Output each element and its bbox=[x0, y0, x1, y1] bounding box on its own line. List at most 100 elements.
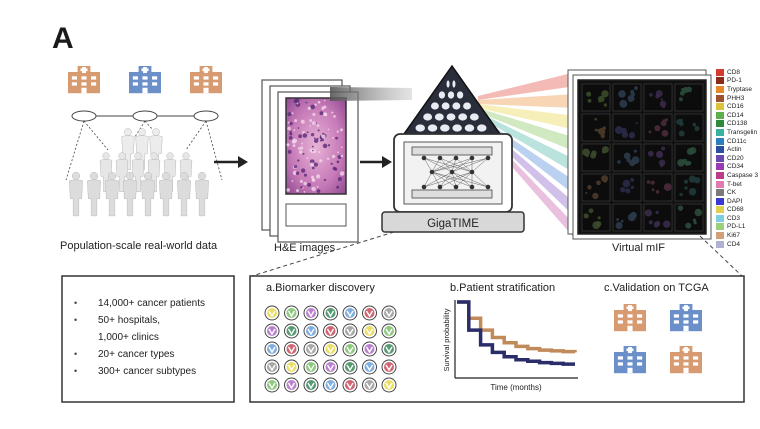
arrow-to-model bbox=[360, 156, 392, 168]
legend-item: CD20 bbox=[716, 154, 760, 163]
legend-swatch bbox=[716, 171, 724, 179]
biomarker-glyph bbox=[303, 359, 319, 375]
legend-item: CK bbox=[716, 188, 760, 197]
legend-swatch bbox=[716, 223, 724, 231]
km-xlabel: Time (months) bbox=[490, 383, 542, 392]
legend-item: CD11c bbox=[716, 137, 760, 146]
gigatime-model-icon bbox=[381, 133, 525, 233]
km-ylabel: Survival probability bbox=[442, 308, 451, 371]
biomarker-glyph bbox=[303, 305, 319, 321]
legend-swatch bbox=[716, 214, 724, 222]
legend-label: CD138 bbox=[727, 120, 748, 128]
hospital-icon bbox=[68, 66, 100, 94]
legend-label: T-bet bbox=[727, 180, 742, 188]
virtual-mif-label: Virtual mIF bbox=[612, 242, 665, 254]
person-icon bbox=[99, 152, 113, 192]
legend-item: CD3 bbox=[716, 214, 760, 223]
legend-item: PHH3 bbox=[716, 94, 760, 103]
legend-item: CD8 bbox=[716, 68, 760, 77]
biomarker-glyph bbox=[284, 323, 299, 339]
person-icon bbox=[115, 152, 129, 192]
biomarker-glyph bbox=[342, 305, 358, 321]
person-icon bbox=[123, 171, 137, 217]
legend-swatch bbox=[716, 111, 724, 119]
hospital-icon bbox=[670, 346, 702, 374]
biomarker-glyph bbox=[284, 341, 299, 357]
hospital-icons bbox=[68, 66, 222, 94]
legend-item: DAPI bbox=[716, 197, 760, 206]
biomarker-glyph bbox=[284, 305, 299, 321]
legend-label: Actin bbox=[727, 146, 742, 154]
panel-letter: A bbox=[52, 22, 74, 55]
legend-label: CD8 bbox=[727, 68, 741, 76]
biomarker-glyph bbox=[323, 323, 338, 339]
biomarker-glyph bbox=[284, 359, 299, 375]
legend-label: PD-L1 bbox=[727, 223, 746, 231]
tcga-hospital-icons bbox=[614, 304, 702, 374]
person-icon bbox=[135, 128, 149, 171]
legend-label: CD68 bbox=[727, 206, 744, 214]
legend-label: PHH3 bbox=[727, 94, 745, 102]
biomarker-glyph bbox=[323, 377, 338, 393]
legend-swatch bbox=[716, 189, 724, 197]
biomarker-glyph bbox=[342, 377, 358, 393]
legend-item: CD68 bbox=[716, 206, 760, 215]
legend-item: PD-1 bbox=[716, 77, 760, 86]
virtual-mif-grid bbox=[567, 69, 712, 240]
hospital-icon bbox=[129, 66, 161, 94]
he-slide-stack-icon bbox=[261, 79, 359, 243]
legend-item: Caspase 3 bbox=[716, 171, 760, 180]
km-curve bbox=[457, 300, 577, 354]
legend-label: PD-1 bbox=[727, 77, 742, 85]
person-icon bbox=[159, 171, 173, 217]
legend-swatch bbox=[716, 94, 724, 102]
legend-item: Actin bbox=[716, 145, 760, 154]
legend-swatch bbox=[716, 128, 724, 136]
legend-label: CD20 bbox=[727, 154, 744, 162]
biomarker-glyph bbox=[362, 323, 377, 339]
biomarker-glyph bbox=[362, 341, 377, 357]
legend-label: CK bbox=[727, 189, 737, 197]
legend-swatch bbox=[716, 120, 724, 128]
hospital-icon bbox=[670, 304, 702, 332]
legend-swatch bbox=[716, 85, 724, 93]
biomarker-glyph bbox=[362, 377, 377, 393]
legend-label: CD3 bbox=[727, 214, 741, 222]
biomarker-glyph bbox=[264, 377, 280, 393]
legend-label: CD4 bbox=[727, 240, 741, 248]
hospital-icon bbox=[614, 346, 646, 374]
legend-swatch bbox=[716, 68, 724, 76]
biomarker-glyph bbox=[303, 341, 319, 357]
legend-label: CD16 bbox=[727, 103, 744, 111]
zoom-connectors bbox=[251, 231, 743, 277]
legend-swatch bbox=[716, 137, 724, 145]
legend-label: Tryptase bbox=[727, 85, 753, 93]
hospital-icon bbox=[190, 66, 222, 94]
biomarker-glyph bbox=[303, 323, 319, 339]
legend-item: CD138 bbox=[716, 120, 760, 129]
biomarker-title: a.Biomarker discovery bbox=[266, 282, 375, 294]
hospital-icon bbox=[614, 304, 646, 332]
biomarker-glyph bbox=[381, 359, 397, 375]
stat-item: 1,000+ clinics bbox=[98, 332, 159, 343]
biomarker-glyph bbox=[323, 359, 338, 375]
legend-label: CD34 bbox=[727, 163, 744, 171]
hospital-connector bbox=[65, 110, 223, 181]
legend-swatch bbox=[716, 77, 724, 85]
stats-list: 14,000+ cancer patients50+ hospitals,1,0… bbox=[74, 295, 205, 380]
biomarker-glyph bbox=[362, 359, 377, 375]
stat-item: 300+ cancer subtypes bbox=[74, 363, 205, 380]
he-label: H&E images bbox=[274, 242, 336, 254]
person-icon bbox=[195, 171, 209, 217]
prism-icon bbox=[402, 64, 502, 135]
legend-swatch bbox=[716, 232, 724, 240]
km-curve bbox=[457, 300, 575, 366]
person-icon bbox=[149, 128, 163, 171]
biomarker-glyph bbox=[342, 323, 358, 339]
legend-item: Transgelin bbox=[716, 128, 760, 137]
biomarker-glyph bbox=[381, 377, 397, 393]
population-label: Population-scale real-world data bbox=[60, 240, 218, 252]
